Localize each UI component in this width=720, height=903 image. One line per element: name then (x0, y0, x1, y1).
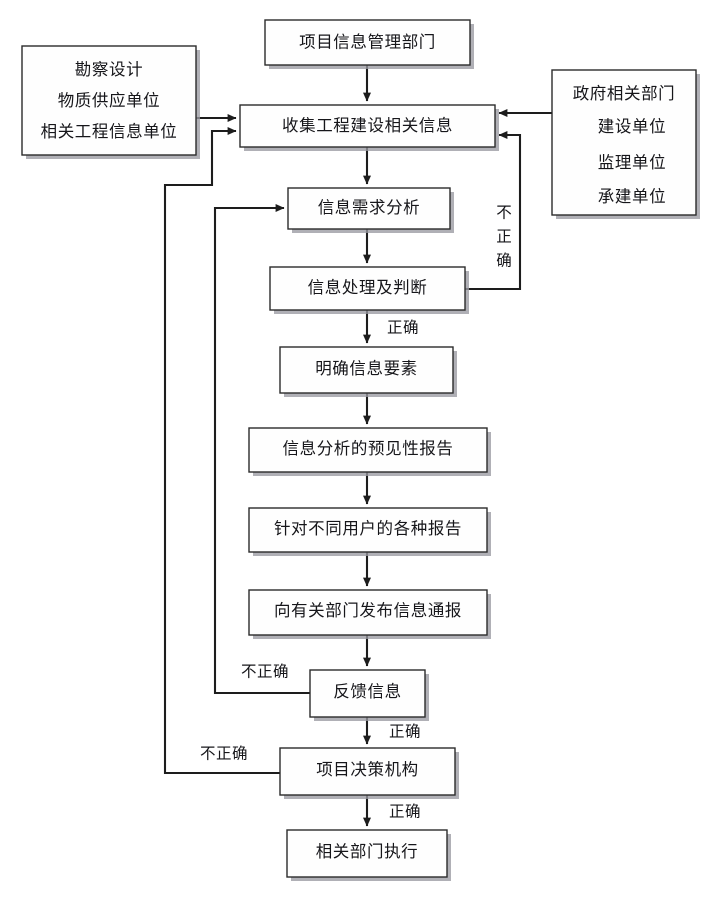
edge-decision-incorrect-to-collect (163, 127, 280, 775)
edge-feedback-incorrect-to-demand (213, 204, 310, 695)
node-label-process-judge: 信息处理及判断 (308, 278, 428, 297)
node-right-sources[interactable]: 政府相关部门 建设单位 监理单位 承建单位 (551, 69, 700, 219)
node-label-dept-execute: 相关部门执行 (316, 842, 419, 861)
edge-judge-incorrect-to-collect (465, 131, 522, 291)
node-label-left-sources-line1: 勘察设计 (75, 60, 143, 79)
node-label-publish-bulletin: 向有关部门发布信息通报 (274, 601, 462, 620)
edge-label-correct-after-judge: 正确 (387, 319, 419, 337)
node-label-left-sources-line2: 物质供应单位 (58, 91, 161, 110)
node-label-decision-org: 项目决策机构 (316, 760, 419, 779)
node-dept-execute[interactable]: 相关部门执行 (286, 829, 451, 881)
edge-label-incorrect-decision: 不正确 (200, 745, 248, 763)
node-label-demand-analysis: 信息需求分析 (318, 198, 421, 217)
node-predictive-report[interactable]: 信息分析的预见性报告 (248, 427, 491, 476)
node-label-right-sources-line3: 监理单位 (598, 153, 666, 172)
node-feedback-info[interactable]: 反馈信息 (309, 669, 429, 721)
node-label-left-sources-line3: 相关工程信息单位 (41, 122, 178, 141)
edge-label-incorrect-right-vertical: 不 正 确 (496, 205, 512, 270)
node-process-judge[interactable]: 信息处理及判断 (269, 266, 469, 314)
node-user-reports[interactable]: 针对不同用户的各种报告 (248, 507, 491, 556)
edge-label-incorrect-feedback: 不正确 (241, 663, 289, 681)
node-demand-analysis[interactable]: 信息需求分析 (287, 187, 454, 233)
node-project-info-dept[interactable]: 项目信息管理部门 (264, 19, 474, 69)
node-decision-org[interactable]: 项目决策机构 (279, 747, 459, 799)
node-publish-bulletin[interactable]: 向有关部门发布信息通报 (248, 589, 491, 639)
node-label-collect-info: 收集工程建设相关信息 (282, 116, 453, 135)
node-label-right-sources-line1: 政府相关部门 (573, 84, 676, 103)
node-label-user-reports: 针对不同用户的各种报告 (274, 519, 462, 538)
node-label-clarify-elements: 明确信息要素 (315, 359, 418, 378)
edge-label-incorrect-char-1: 不 (496, 205, 512, 222)
edge-label-correct-after-decision: 正确 (389, 803, 421, 821)
node-label-project-info-dept: 项目信息管理部门 (299, 32, 436, 51)
node-left-sources[interactable]: 勘察设计 物质供应单位 相关工程信息单位 (21, 45, 200, 159)
node-label-right-sources-line2: 建设单位 (598, 117, 666, 136)
node-clarify-elements[interactable]: 明确信息要素 (279, 346, 457, 397)
edge-label-incorrect-char-2: 正 (496, 229, 512, 246)
node-collect-info[interactable]: 收集工程建设相关信息 (239, 104, 499, 151)
edge-label-incorrect-char-3: 确 (496, 252, 512, 270)
node-label-predictive-report: 信息分析的预见性报告 (283, 439, 454, 458)
node-label-feedback-info: 反馈信息 (333, 682, 401, 701)
node-label-right-sources-line4: 承建单位 (598, 187, 666, 206)
edge-label-correct-after-feedback: 正确 (389, 723, 421, 741)
